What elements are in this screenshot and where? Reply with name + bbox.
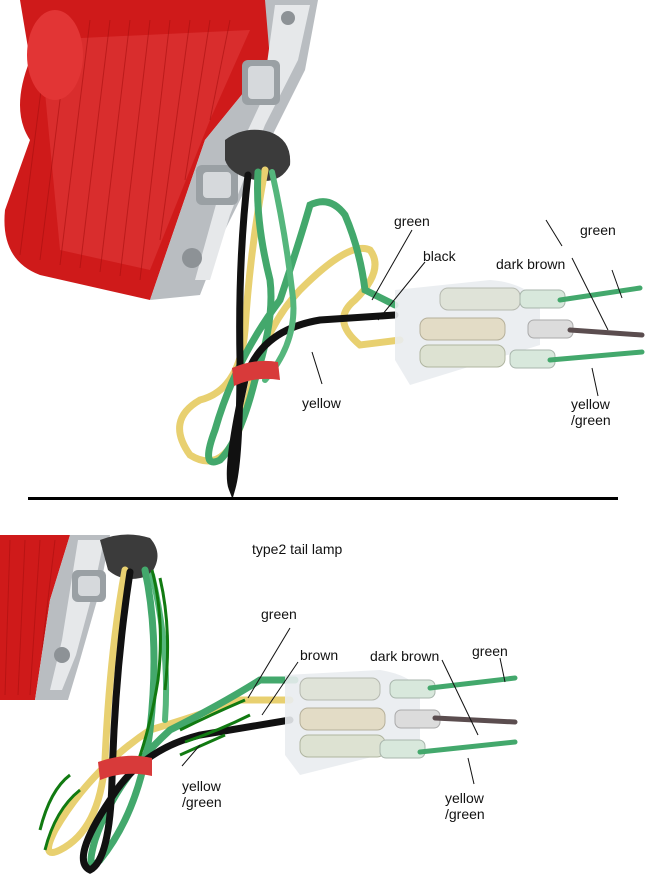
label-green-bottom-right: green [472, 643, 508, 659]
label-dark-brown-top: dark brown [496, 256, 566, 272]
wire-black [226, 171, 399, 499]
green-highlight-marks [38, 569, 251, 851]
connectors-bottom [285, 670, 441, 775]
label-yellow-green-bottom-left: yellow /green [182, 778, 242, 810]
divider-line [28, 497, 618, 500]
label-yellow-green-bottom-right: yellow /green [445, 790, 505, 822]
label-yellow-green-bottom-left-line1: yellow [182, 778, 221, 794]
label-yellow-green-bottom-right-line2: /green [445, 806, 485, 822]
rubber-grommet [225, 129, 291, 181]
wire-green-straight [262, 169, 297, 383]
cable-tie-red [232, 360, 280, 386]
wire-green-loop [205, 168, 399, 466]
cable-tie-red-bottom [98, 755, 152, 780]
label-yellow-green-top-line2: /green [571, 412, 611, 428]
tail-lamp-photo-bottom [0, 530, 645, 882]
tail-lamp-photo-top [4, 0, 645, 499]
connectors [395, 280, 574, 385]
label-yellow-green-bottom-left-line2: /green [182, 794, 222, 810]
label-yellow-green-top: yellow /green [571, 396, 631, 428]
label-green-bottom-left: green [261, 606, 297, 622]
label-black-top: black [423, 248, 456, 264]
label-yellow-top: yellow [302, 395, 341, 411]
label-green-top-left: green [394, 213, 430, 229]
label-yellow-green-bottom-right-line1: yellow [445, 790, 484, 806]
label-yellow-green-top-line1: yellow [571, 396, 610, 412]
label-dark-brown-bottom: dark brown [370, 648, 440, 664]
caption-type2: type2 tail lamp [252, 541, 343, 557]
label-brown-bottom: brown [300, 647, 339, 663]
label-green-top-right: green [580, 222, 616, 238]
